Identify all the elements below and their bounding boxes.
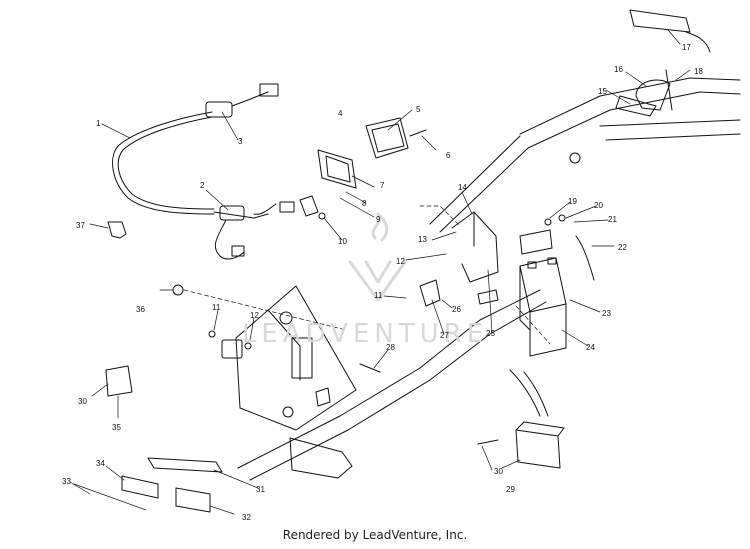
battery xyxy=(519,257,567,357)
screw-11 xyxy=(208,330,216,338)
rectifier-31 xyxy=(147,457,223,473)
callout-15: 15 xyxy=(598,87,607,96)
callout-35: 35 xyxy=(112,423,121,432)
callout-16: 16 xyxy=(614,65,623,74)
callout-23: 23 xyxy=(602,309,611,318)
callout-22: 22 xyxy=(618,243,627,252)
plug-right xyxy=(279,201,295,213)
callout-labels: 1 2 3 4 5 6 7 8 9 10 11 11 12 12 13 14 1… xyxy=(62,43,703,522)
rectifier-32 xyxy=(175,487,211,513)
cable-22 xyxy=(575,235,595,281)
connector-3 xyxy=(205,101,233,118)
plug-top xyxy=(259,83,279,97)
footer-credit: Rendered by LeadVenture, Inc. xyxy=(282,528,468,542)
callout-26: 26 xyxy=(452,305,461,314)
rectifier-34 xyxy=(121,475,159,499)
callout-18: 18 xyxy=(694,67,703,76)
callout-13: 13 xyxy=(418,235,427,244)
callout-20: 20 xyxy=(594,201,603,210)
callout-37: 37 xyxy=(76,221,85,230)
callout-9: 9 xyxy=(376,215,381,224)
callout-32: 32 xyxy=(242,513,251,522)
callout-27: 27 xyxy=(440,331,449,340)
leader-lines xyxy=(69,29,691,515)
grommet-36 xyxy=(172,284,184,296)
callout-11-b: 11 xyxy=(212,303,221,312)
callout-19: 19 xyxy=(568,197,577,206)
connector-2 xyxy=(219,205,245,221)
relay xyxy=(221,339,243,359)
callout-30-a: 30 xyxy=(78,397,87,406)
handlebar-switch xyxy=(599,9,741,141)
battery-bracket xyxy=(451,211,499,283)
callout-31: 31 xyxy=(256,485,265,494)
callout-3: 3 xyxy=(238,137,243,146)
callout-11-a: 11 xyxy=(374,291,383,300)
plate-25 xyxy=(477,289,499,305)
callout-7: 7 xyxy=(380,181,385,190)
callout-24: 24 xyxy=(586,343,595,352)
clip-37 xyxy=(107,221,127,239)
callout-10: 10 xyxy=(338,237,347,246)
callout-17: 17 xyxy=(682,43,691,52)
callout-5: 5 xyxy=(416,105,421,114)
tail-light-assembly xyxy=(299,117,427,220)
bracket-26-27 xyxy=(419,279,441,307)
callout-12-b: 12 xyxy=(250,311,259,320)
watermark-text: LEADVENTURE xyxy=(242,319,488,349)
callout-1: 1 xyxy=(96,119,101,128)
callout-8: 8 xyxy=(362,199,367,208)
plug-lower xyxy=(231,245,245,257)
dashed-guides xyxy=(183,205,551,345)
nut-12 xyxy=(244,342,252,350)
callout-12-a: 12 xyxy=(396,257,405,266)
fastener-19 xyxy=(544,218,552,226)
control-module-29 xyxy=(477,369,565,469)
callout-21: 21 xyxy=(608,215,617,224)
callout-14: 14 xyxy=(458,183,467,192)
callout-25: 25 xyxy=(486,329,495,338)
bolt-28 xyxy=(359,363,381,373)
callout-6: 6 xyxy=(446,151,451,160)
callout-28: 28 xyxy=(386,343,395,352)
callout-36: 36 xyxy=(136,305,145,314)
wire-harness xyxy=(112,83,295,260)
callout-34: 34 xyxy=(96,459,105,468)
mount-plate xyxy=(235,285,357,431)
frame-rail xyxy=(237,77,741,481)
watermark-logo xyxy=(348,212,407,302)
callout-30-b: 30 xyxy=(494,467,503,476)
battery-cover xyxy=(519,229,553,255)
callout-2: 2 xyxy=(200,181,205,190)
fastener-20 xyxy=(558,214,566,222)
callout-29: 29 xyxy=(506,485,515,494)
callout-33: 33 xyxy=(62,477,71,486)
callout-4: 4 xyxy=(338,109,343,118)
clip-35 xyxy=(105,365,133,397)
